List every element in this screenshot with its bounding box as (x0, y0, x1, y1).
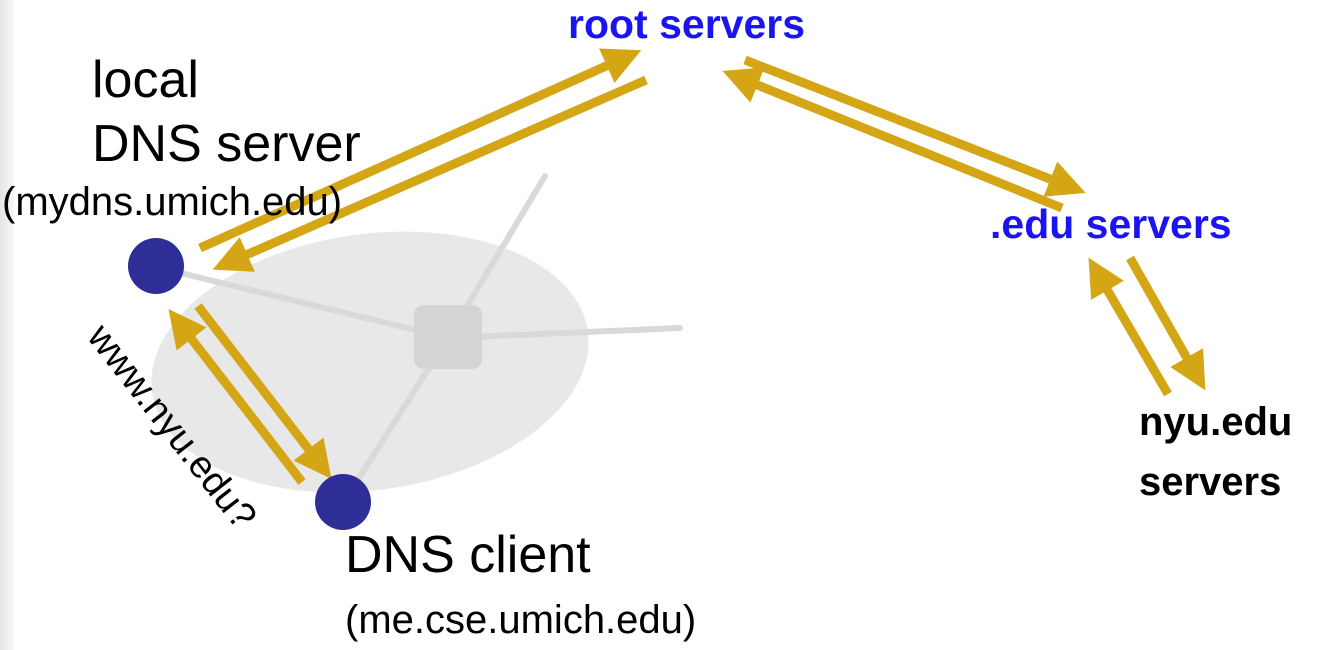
local-dns-label-line2: DNS server (92, 115, 361, 173)
dns-client-node (315, 474, 371, 530)
nyu-servers-label-line2: servers (1139, 460, 1282, 504)
arrow-edu-to-nyu (1126, 255, 1206, 391)
arrow-root-to-edu (743, 55, 1086, 197)
local-dns-server-node (128, 238, 184, 294)
link-router-right (445, 325, 683, 341)
local-dns-hostname: (mydns.umich.edu) (2, 180, 343, 224)
arrow-root-to-local (212, 75, 648, 272)
link-router-local (157, 265, 451, 341)
root-servers-label: root servers (568, 1, 806, 47)
dns-client-label: DNS client (345, 526, 591, 584)
slide-edge (0, 0, 14, 650)
edu-servers-label: .edu servers (990, 201, 1232, 247)
nyu-servers-label-line1: nyu.edu (1139, 400, 1293, 444)
arrow-client-to-local (168, 309, 306, 485)
arrow-edu-to-root (722, 67, 1064, 213)
local-dns-label-line1: local (92, 51, 199, 109)
arrow-local-to-root (198, 48, 642, 253)
dns-client-hostname: (me.cse.umich.edu) (345, 598, 697, 642)
router-icon (414, 305, 482, 369)
arrow-nyu-to-edu (1088, 257, 1172, 397)
message-arrows (168, 48, 1206, 485)
arrow-local-to-client (194, 303, 332, 479)
